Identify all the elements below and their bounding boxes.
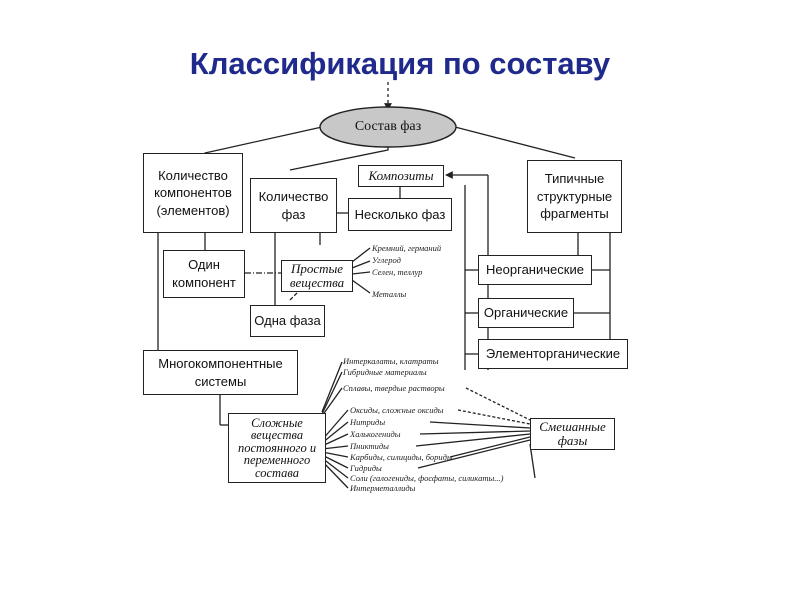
note-oxides: Оксиды, сложные оксиды xyxy=(350,405,444,415)
note-carbon: Углерод xyxy=(372,255,401,265)
box-one-phase: Одна фаза xyxy=(250,305,325,337)
box-typical-fragments: Типичные структурные фрагменты xyxy=(527,160,622,233)
box-mixed-phases: Смешанные фазы xyxy=(530,418,615,450)
note-intermetallides: Интерметаллиды xyxy=(350,483,416,493)
box-multicomponent: Многокомпонентные системы xyxy=(143,350,298,395)
note-pnictides: Пниктиды xyxy=(350,441,389,451)
box-phases-count: Количество фаз xyxy=(250,178,337,233)
box-composites: Композиты xyxy=(358,165,444,187)
note-silicon-germanium: Кремний, германий xyxy=(372,243,442,253)
note-hydrides: Гидриды xyxy=(350,463,382,473)
note-hybrid-materials: Гибридные материалы xyxy=(343,367,427,377)
box-inorganic: Неорганические xyxy=(478,255,592,285)
box-organic: Органические xyxy=(478,298,574,328)
note-alloys: Сплавы, твердые растворы xyxy=(343,383,445,393)
note-intercalates: Интеркалаты, клатраты xyxy=(343,356,439,366)
note-metals: Металлы xyxy=(372,289,407,299)
note-carbides: Карбиды, силициды, бориды xyxy=(350,452,453,462)
page-title: Классификация по составу xyxy=(189,46,611,81)
note-chalcogenides: Халькогениды xyxy=(350,429,401,439)
box-organoelement: Элементорганические xyxy=(478,339,628,369)
box-one-component: Один компонент xyxy=(163,250,245,298)
note-nitrides: Нитриды xyxy=(350,417,386,427)
root-node: Состав фаз xyxy=(354,119,422,134)
root-ellipse xyxy=(319,106,457,148)
note-selenium-tellurium: Селен, теллур xyxy=(372,267,423,277)
box-components-count: Количество компонентов (элементов) xyxy=(143,153,243,233)
note-salts: Соли (галогениды, фосфаты, силикаты...) xyxy=(350,473,504,483)
box-simple-substances: Простые вещества xyxy=(281,260,353,292)
box-complex-substances: Сложные вещества постоянного и переменно… xyxy=(228,413,326,483)
box-several-phases: Несколько фаз xyxy=(348,198,452,231)
